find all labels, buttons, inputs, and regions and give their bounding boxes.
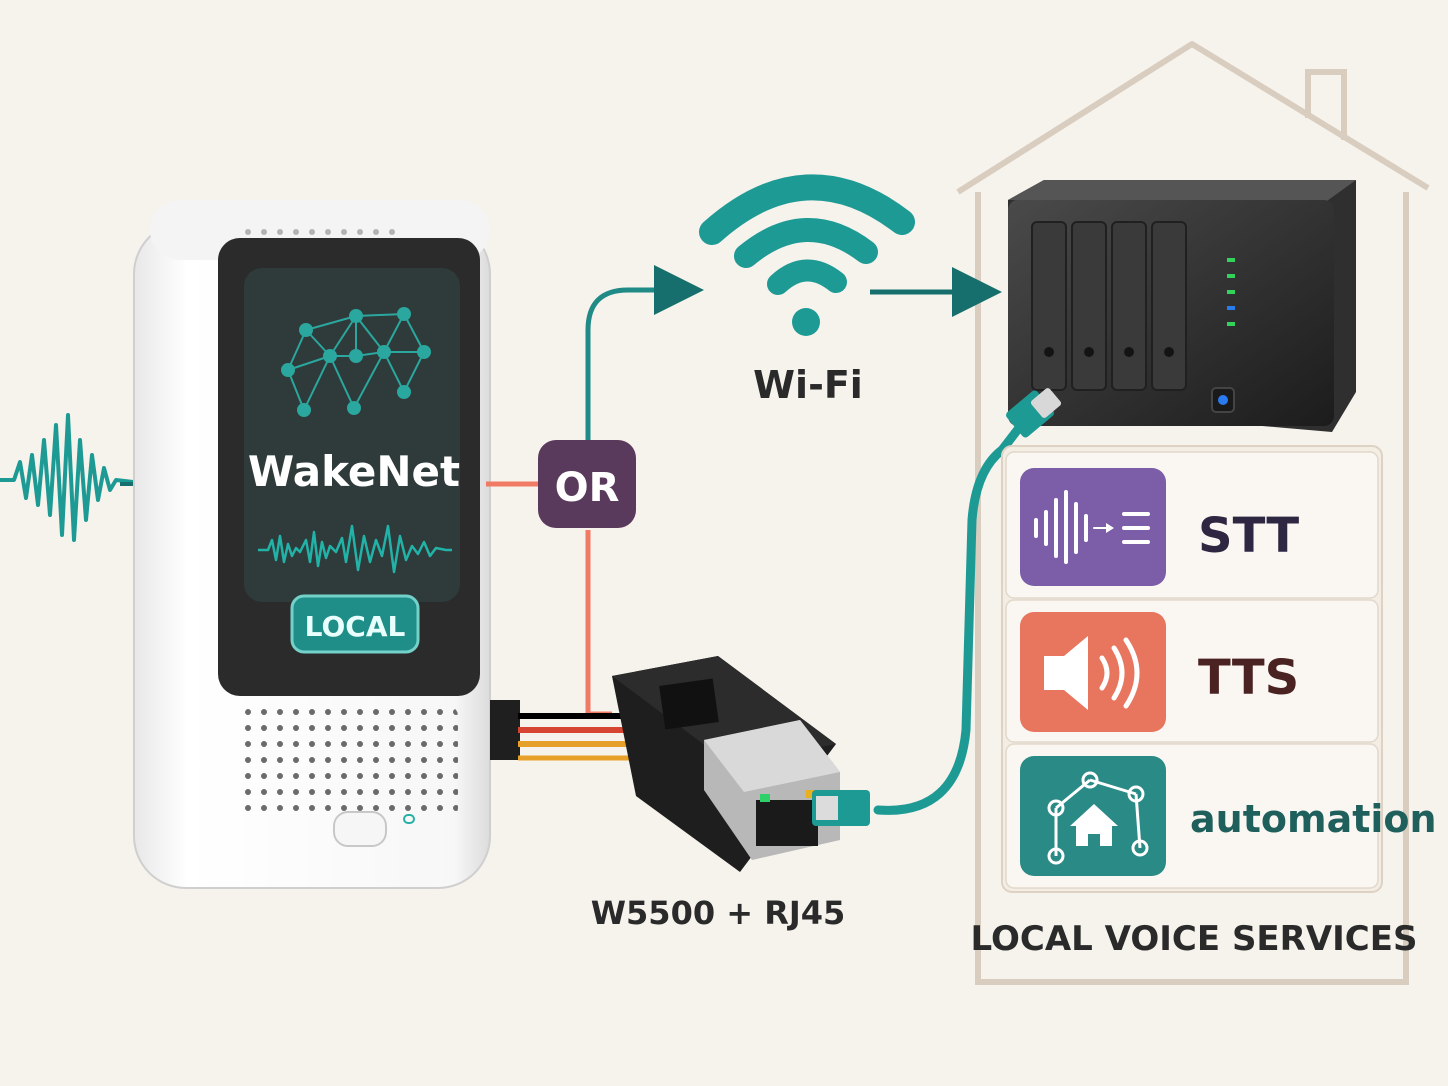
rj45-jack (704, 720, 840, 860)
service-label-tts: TTS (1198, 650, 1299, 706)
or-badge: OR (538, 440, 636, 528)
or-label: OR (555, 465, 620, 511)
house-outline (956, 41, 1430, 985)
wifi-icon (699, 174, 915, 336)
status-led (403, 814, 415, 824)
neural-nodes (281, 307, 431, 417)
speaker-icon (1020, 612, 1166, 732)
nas-drive-bays (1031, 221, 1187, 391)
service-label-stt: STT (1198, 508, 1299, 564)
rj45-plug (812, 790, 870, 826)
home-network-icon (1020, 756, 1166, 876)
nas-server (1008, 180, 1356, 432)
services-panel: STT TTS (971, 445, 1437, 959)
speaker-grille (244, 706, 458, 818)
local-badge (290, 594, 420, 654)
ethernet-label: W5500 + RJ45 (591, 894, 846, 932)
local-badge-label: LOCAL (305, 610, 406, 643)
services-caption: LOCAL VOICE SERVICES (971, 919, 1418, 959)
device-button (333, 811, 387, 847)
voice-device: WakeNet LOCAL (133, 200, 491, 889)
screen-waveform (258, 524, 452, 574)
w5500-chip (659, 678, 719, 730)
service-label-automation: automation (1190, 797, 1437, 841)
waveform-to-text-icon (1020, 468, 1166, 586)
screen-title: WakeNet (248, 447, 460, 496)
w5500-module (490, 656, 870, 872)
wifi-label: Wi-Fi (753, 363, 863, 407)
ethernet-cable (873, 388, 1062, 815)
nas-status-leds (1227, 258, 1235, 326)
